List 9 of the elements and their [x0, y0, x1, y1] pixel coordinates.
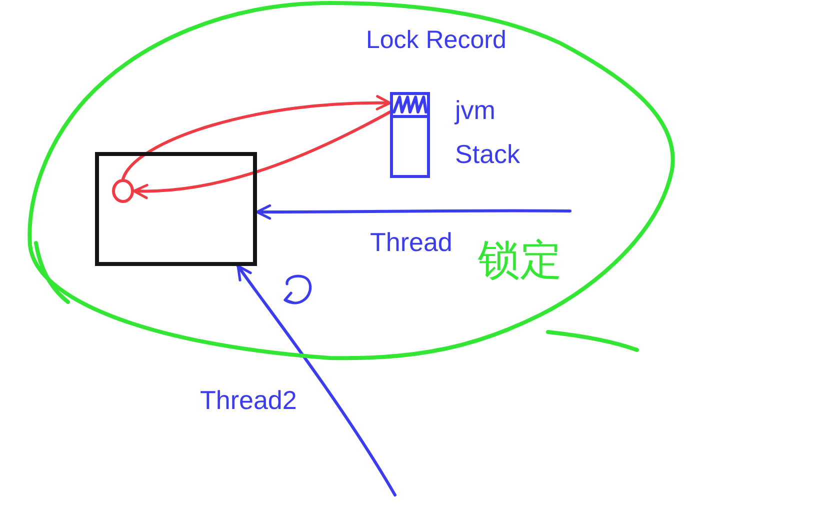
- region-label: 锁定: [478, 236, 562, 284]
- edge-label: Thread: [370, 228, 452, 258]
- heading-label: Lock Record: [366, 26, 506, 55]
- arrow: [122, 95, 392, 180]
- edge-label: Thread2: [200, 386, 297, 416]
- arrow: [256, 204, 572, 220]
- arrow: [132, 110, 392, 199]
- arrow: [236, 264, 396, 496]
- stack-label: jvm Stack: [455, 94, 522, 171]
